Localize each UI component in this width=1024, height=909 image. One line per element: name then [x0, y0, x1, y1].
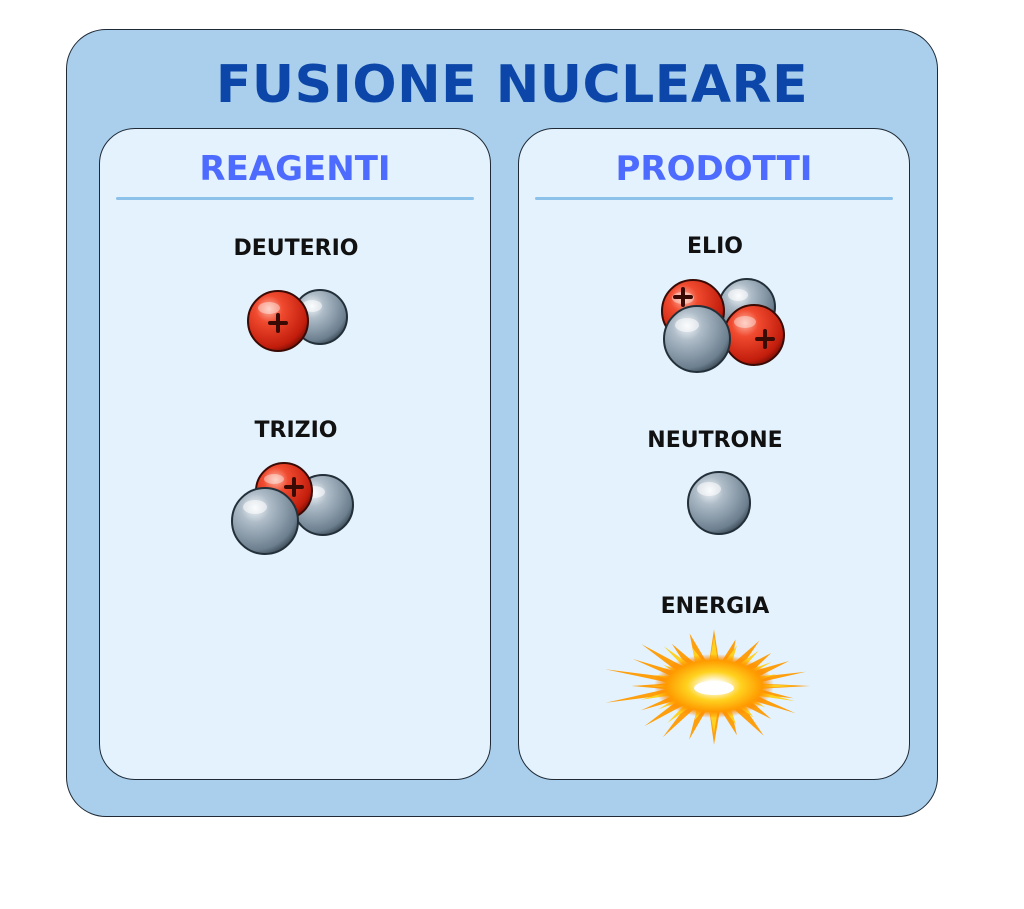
neutron-icon [687, 471, 751, 535]
label-elio: ELIO [687, 234, 743, 259]
panel-title-reagenti: REAGENTI [199, 149, 391, 189]
helium-icon [661, 278, 785, 373]
tritium-icon [231, 462, 354, 555]
panel-title-prodotti: PRODOTTI [615, 149, 813, 189]
energy-burst-icon [605, 629, 810, 745]
panel-reagenti: REAGENTI DEUTERIO TRIZIO [99, 128, 491, 780]
page-title: FUSIONE NUCLEARE [215, 55, 809, 115]
panel-divider [116, 197, 474, 200]
label-neutrone: NEUTRONE [647, 428, 783, 453]
panel-divider [535, 197, 893, 200]
deuterium-icon [247, 289, 348, 352]
label-deuterio: DEUTERIO [233, 236, 359, 261]
label-trizio: TRIZIO [254, 418, 338, 443]
label-energia: ENERGIA [660, 594, 770, 619]
panel-prodotti: PRODOTTI ELIO NEUTRONE ENERGIA [518, 128, 910, 780]
